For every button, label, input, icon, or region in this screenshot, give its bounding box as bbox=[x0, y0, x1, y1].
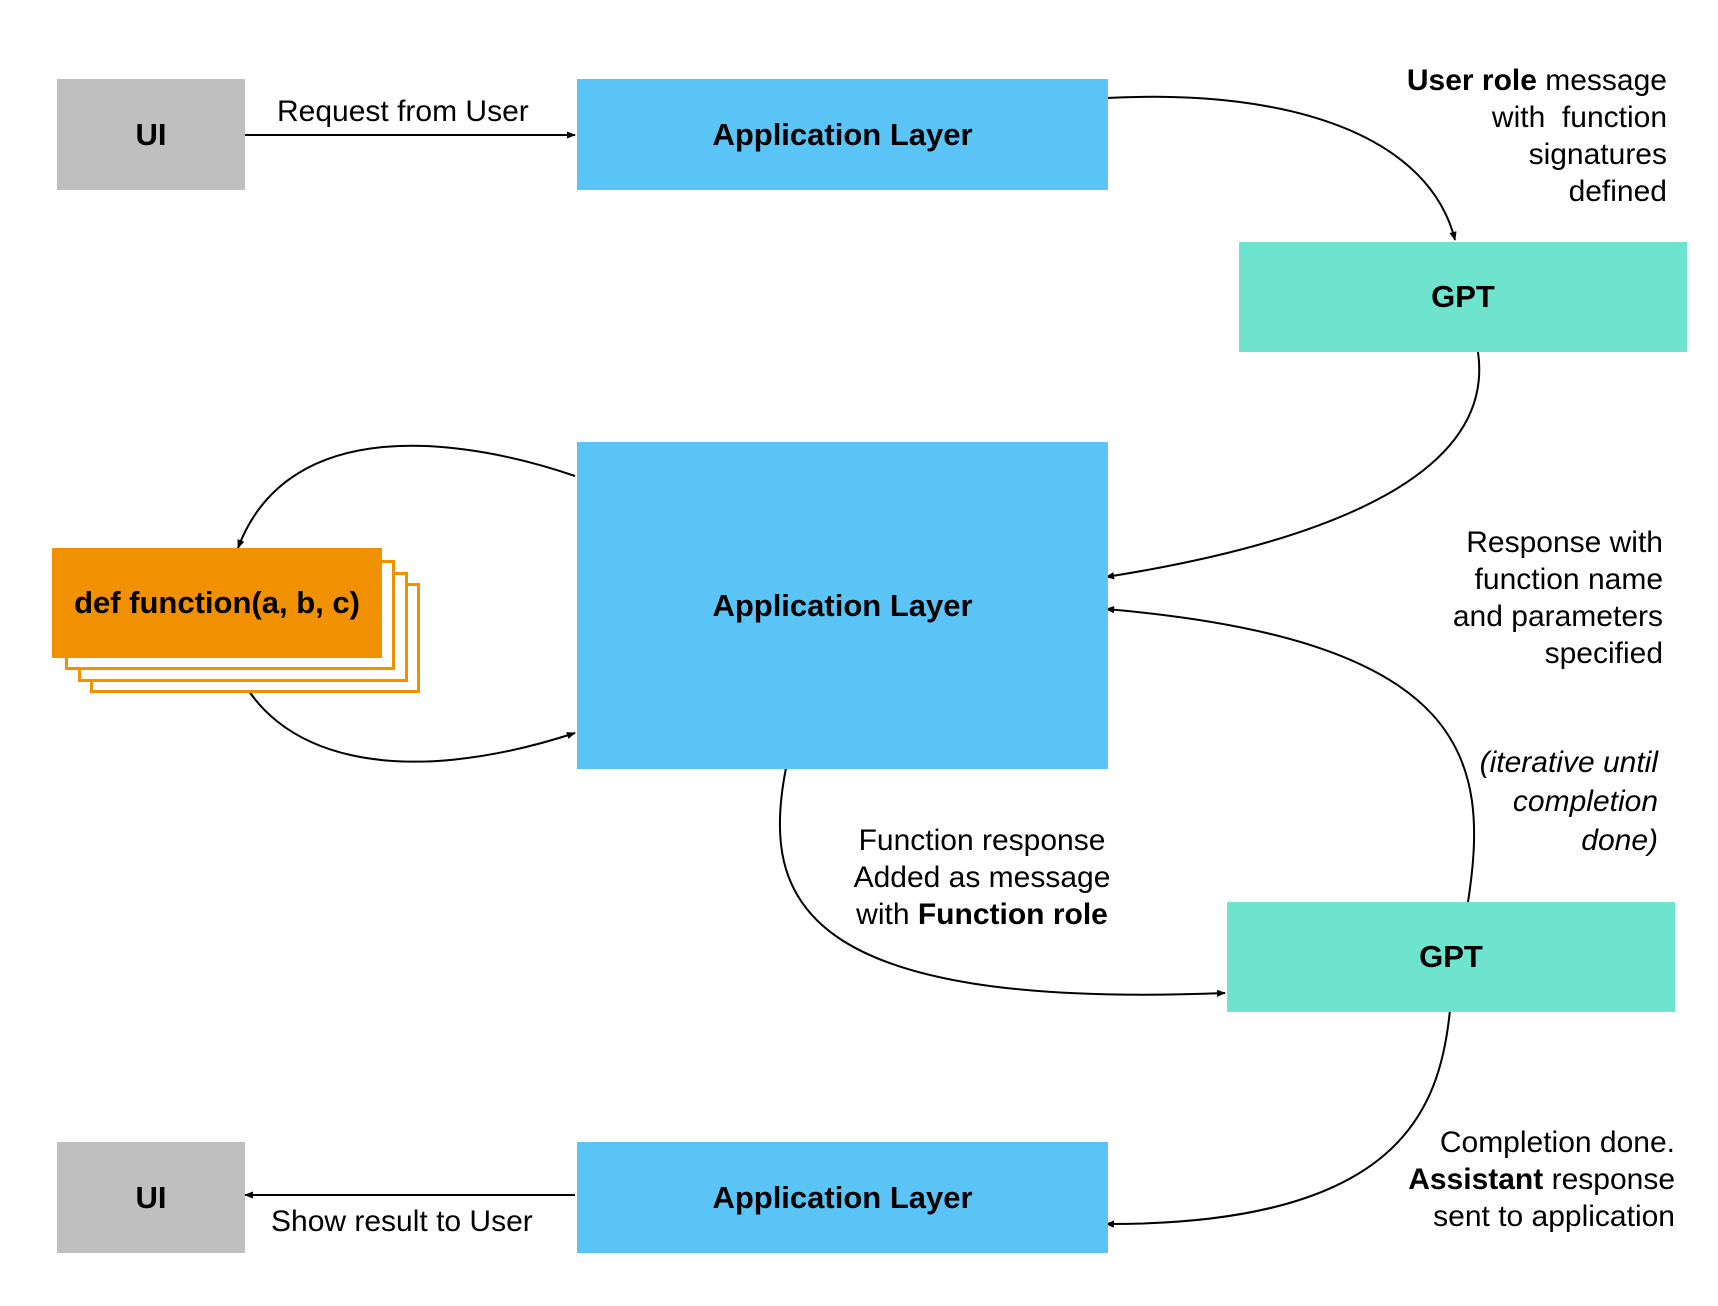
user-role-bold: User role bbox=[1406, 64, 1537, 97]
completion-line-2-rest: response bbox=[1543, 1163, 1675, 1196]
function-response-label: Function response Added as message with … bbox=[832, 822, 1132, 933]
response-with-function-label: Response with function name and paramete… bbox=[1453, 524, 1663, 672]
application-layer-bottom-label: Application Layer bbox=[712, 1179, 973, 1215]
application-layer-top-label: Application Layer bbox=[712, 116, 973, 152]
user-role-message-label: User role message with function signatur… bbox=[1407, 62, 1667, 210]
arrow-gpt-bottom-to-app-iterative bbox=[1105, 606, 1476, 903]
iterative-line-2: completion bbox=[1480, 782, 1658, 821]
gpt-top-label: GPT bbox=[1431, 279, 1495, 314]
function-response-plain: with bbox=[856, 898, 918, 931]
ui-box-top-label: UI bbox=[135, 116, 167, 152]
show-result-to-user-label: Show result to User bbox=[271, 1205, 533, 1238]
iterative-line-1-text: (iterative until bbox=[1479, 746, 1658, 779]
iterative-until-completion-label: (iterative until completion done) bbox=[1480, 743, 1658, 860]
arrow-function-to-app bbox=[232, 659, 576, 763]
application-layer-box-middle: Application Layer bbox=[577, 442, 1108, 769]
user-role-line-2: with function bbox=[1491, 101, 1667, 134]
gpt-bottom-label: GPT bbox=[1419, 939, 1483, 974]
function-role-bold: Function role bbox=[917, 898, 1108, 931]
gpt-box-bottom: GPT bbox=[1227, 902, 1675, 1012]
arrow-gpt-bottom-to-app-bottom bbox=[1105, 1009, 1451, 1228]
arrow-app-to-gpt-bottom bbox=[778, 767, 1226, 997]
arrow-app-to-function bbox=[237, 444, 576, 549]
application-layer-box-bottom: Application Layer bbox=[577, 1142, 1108, 1253]
completion-line-2: Assistant response bbox=[1408, 1161, 1675, 1198]
ui-box-top: UI bbox=[57, 79, 245, 190]
iterative-line-2-text: completion bbox=[1512, 785, 1658, 818]
application-layer-middle-label: Application Layer bbox=[712, 587, 973, 623]
response-line-2: function name bbox=[1474, 563, 1663, 596]
ui-box-bottom: UI bbox=[57, 1142, 245, 1253]
iterative-line-3-text: done) bbox=[1581, 824, 1658, 857]
assistant-bold: Assistant bbox=[1408, 1163, 1544, 1196]
function-response-line-1: Function response bbox=[858, 824, 1106, 857]
application-layer-box-top: Application Layer bbox=[577, 79, 1108, 190]
user-role-line-1: User role message bbox=[1407, 62, 1667, 99]
response-line-4: specified bbox=[1544, 637, 1663, 670]
response-line-1: Response with bbox=[1466, 526, 1663, 559]
function-stack: def function(a, b, c) bbox=[52, 548, 424, 693]
function-response-line-3: with Function role bbox=[832, 896, 1132, 933]
completion-line-3: sent to application bbox=[1433, 1200, 1675, 1233]
iterative-line-1: (iterative until bbox=[1480, 743, 1658, 782]
function-response-line-2: Added as message bbox=[853, 861, 1111, 894]
arrow-app-to-gpt bbox=[1105, 95, 1457, 241]
function-label: def function(a, b, c) bbox=[74, 585, 360, 620]
user-role-rest: message bbox=[1536, 64, 1667, 97]
user-role-line-3: signatures bbox=[1528, 138, 1667, 171]
user-role-line-4: defined bbox=[1568, 175, 1667, 208]
gpt-box-top: GPT bbox=[1239, 242, 1687, 352]
completion-line-1: Completion done. bbox=[1439, 1126, 1675, 1159]
completion-done-label: Completion done. Assistant response sent… bbox=[1408, 1124, 1675, 1235]
function-box: def function(a, b, c) bbox=[52, 548, 382, 658]
arrow-gpt-to-app bbox=[1105, 351, 1481, 580]
request-from-user-label: Request from User bbox=[277, 95, 529, 128]
ui-box-bottom-label: UI bbox=[135, 1179, 167, 1215]
iterative-line-3: done) bbox=[1480, 821, 1658, 860]
response-line-3: and parameters bbox=[1452, 600, 1663, 633]
